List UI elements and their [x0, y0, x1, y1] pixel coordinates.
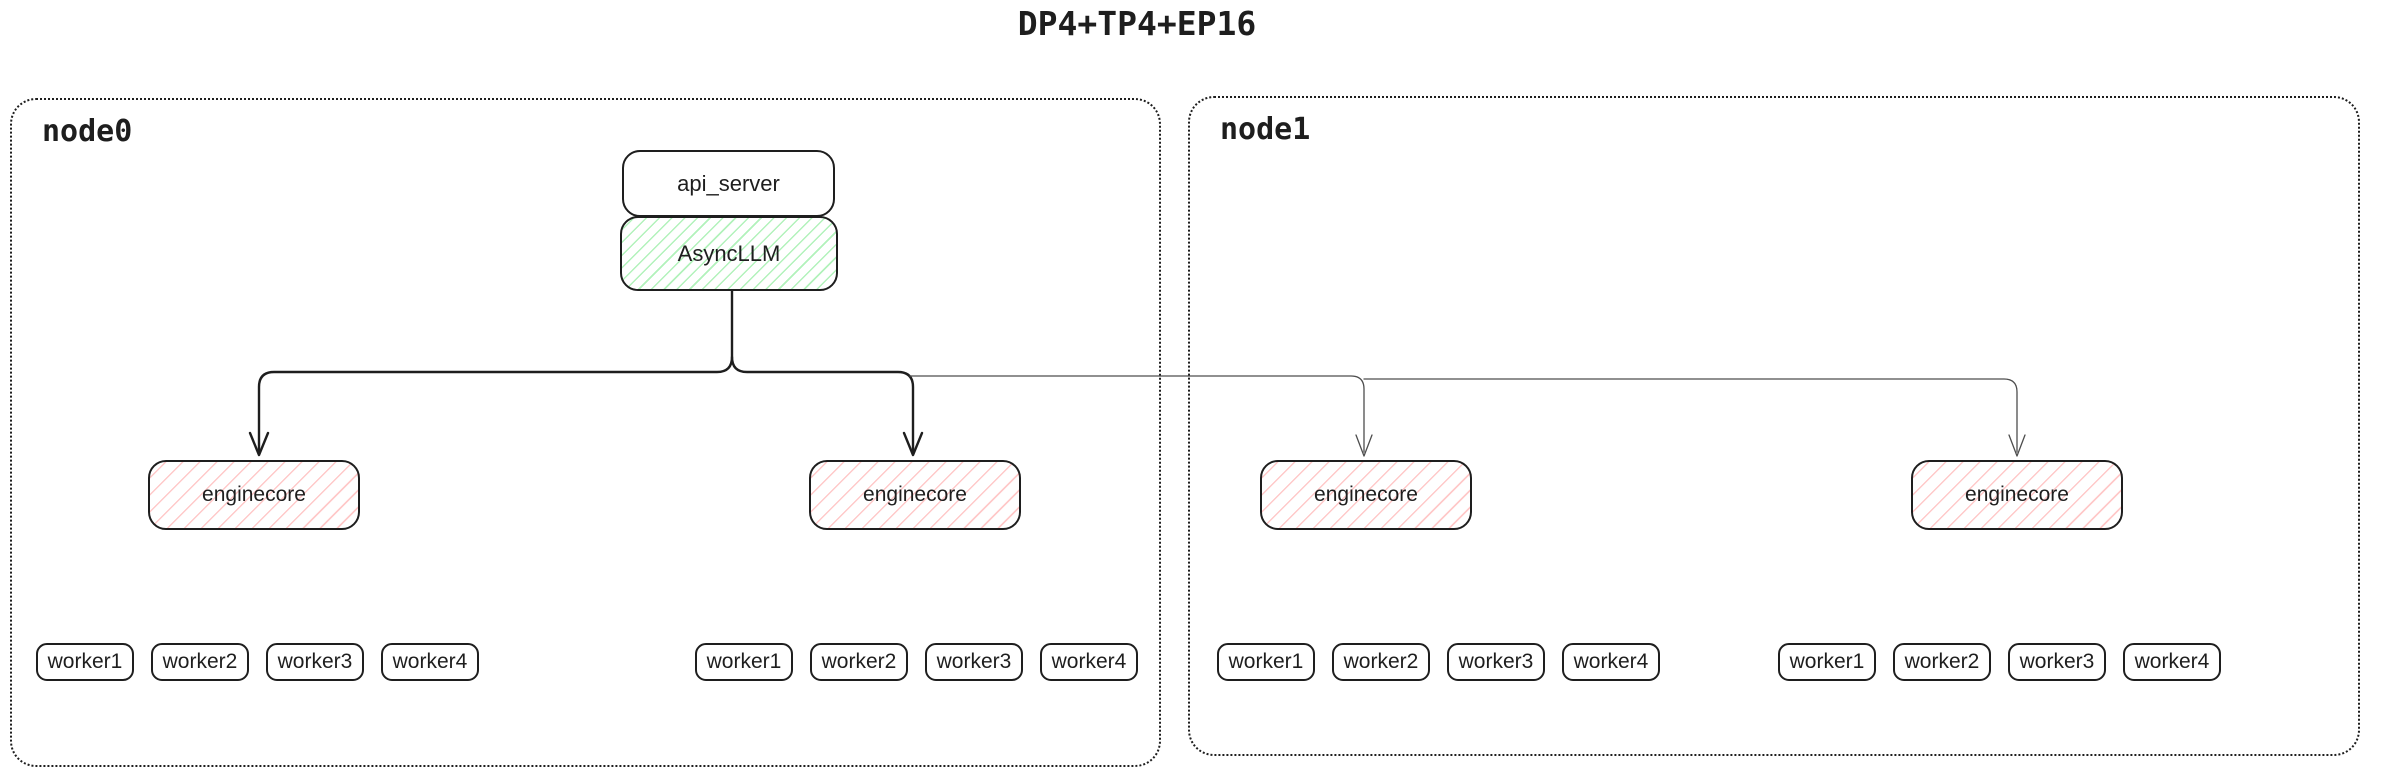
- worker-label: worker3: [1458, 650, 1534, 673]
- enginecore-box-2: enginecore: [809, 460, 1021, 530]
- worker-box: worker1: [695, 643, 793, 681]
- worker-label: worker1: [706, 650, 782, 673]
- worker-box: worker2: [151, 643, 249, 681]
- worker-box: worker3: [266, 643, 364, 681]
- worker-box: worker3: [1447, 643, 1545, 681]
- worker-label: worker1: [47, 650, 123, 673]
- worker-box: worker3: [2008, 643, 2106, 681]
- worker-box: worker4: [2123, 643, 2221, 681]
- enginecore-box-3: enginecore: [1260, 460, 1472, 530]
- node0-label: node0: [42, 114, 133, 149]
- worker-label: worker4: [1051, 650, 1127, 673]
- worker-group-4: worker1 worker2 worker3 worker4: [1778, 643, 2221, 681]
- api-server-label: api_server: [677, 170, 780, 196]
- asyncllm-label: AsyncLLM: [677, 240, 781, 266]
- node1-label: node1: [1220, 112, 1311, 147]
- worker-box: worker2: [810, 643, 908, 681]
- worker-label: worker1: [1789, 650, 1865, 673]
- worker-label: worker4: [1573, 650, 1649, 673]
- worker-box: worker4: [381, 643, 479, 681]
- worker-label: worker2: [162, 650, 238, 673]
- worker-box: worker4: [1562, 643, 1660, 681]
- enginecore-label: enginecore: [202, 483, 306, 506]
- worker-label: worker3: [936, 650, 1012, 673]
- api-server-box: api_server: [622, 150, 835, 217]
- worker-group-1: worker1 worker2 worker3 worker4: [36, 643, 479, 681]
- diagram-title: DP4+TP4+EP16: [1017, 4, 1257, 43]
- worker-box: worker2: [1893, 643, 1991, 681]
- enginecore-box-4: enginecore: [1911, 460, 2123, 530]
- worker-group-3: worker1 worker2 worker3 worker4: [1217, 643, 1660, 681]
- worker-box: worker2: [1332, 643, 1430, 681]
- worker-label: worker2: [1904, 650, 1980, 673]
- worker-label: worker2: [1343, 650, 1419, 673]
- worker-box: worker4: [1040, 643, 1138, 681]
- worker-box: worker1: [1217, 643, 1315, 681]
- asyncllm-box: AsyncLLM: [620, 216, 838, 291]
- enginecore-box-1: enginecore: [148, 460, 360, 530]
- enginecore-label: enginecore: [1965, 483, 2069, 506]
- worker-label: worker3: [277, 650, 353, 673]
- enginecore-label: enginecore: [1314, 483, 1418, 506]
- worker-label: worker4: [392, 650, 468, 673]
- worker-label: worker4: [2134, 650, 2210, 673]
- worker-box: worker3: [925, 643, 1023, 681]
- worker-label: worker2: [821, 650, 897, 673]
- worker-label: worker3: [2019, 650, 2095, 673]
- worker-label: worker1: [1228, 650, 1304, 673]
- worker-box: worker1: [1778, 643, 1876, 681]
- enginecore-label: enginecore: [863, 483, 967, 506]
- worker-group-2: worker1 worker2 worker3 worker4: [695, 643, 1138, 681]
- worker-box: worker1: [36, 643, 134, 681]
